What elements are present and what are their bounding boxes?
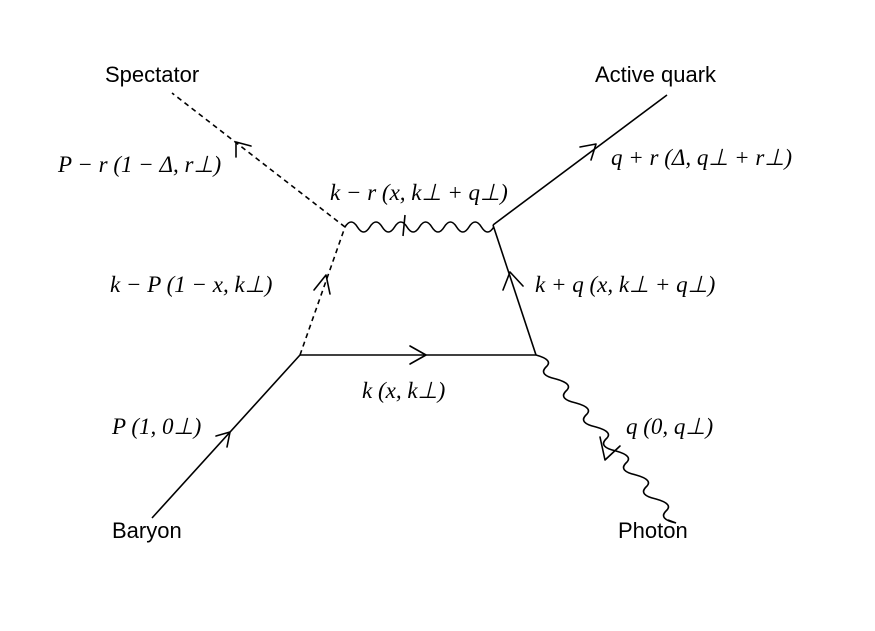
photon-label: Photon bbox=[618, 518, 688, 543]
right-internal-momentum-label: k + q (x, k⊥ + q⊥) bbox=[535, 272, 715, 297]
photon-arrow bbox=[599, 436, 621, 461]
bottom-internal-momentum-label: k (x, k⊥) bbox=[362, 378, 445, 403]
baryon-label: Baryon bbox=[112, 518, 182, 543]
left-internal-dashed-line bbox=[299, 226, 346, 356]
exchange-tick bbox=[402, 214, 406, 237]
right-internal-line bbox=[492, 224, 537, 356]
spectator-momentum-label: P − r (1 − Δ, r⊥) bbox=[57, 152, 221, 177]
exchange-wavy-line bbox=[344, 221, 495, 233]
active-quark-line bbox=[492, 94, 668, 226]
exchange-momentum-label: k − r (x, k⊥ + q⊥) bbox=[330, 180, 508, 205]
left-internal-momentum-label: k − P (1 − x, k⊥) bbox=[110, 272, 272, 297]
baryon-arrow bbox=[215, 431, 231, 448]
left-internal-arrow bbox=[313, 274, 331, 295]
right-internal-arrow bbox=[502, 271, 524, 291]
active-quark-momentum-label: q + r (Δ, q⊥ + r⊥) bbox=[611, 145, 792, 170]
spectator-arrow bbox=[235, 141, 252, 158]
baryon-momentum-label: P (1, 0⊥) bbox=[111, 414, 201, 439]
baryon-line bbox=[151, 354, 301, 519]
photon-momentum-label: q (0, q⊥) bbox=[626, 414, 713, 439]
spectator-dashed-line bbox=[171, 92, 346, 228]
photon-wavy-line bbox=[535, 354, 677, 524]
active-quark-label: Active quark bbox=[595, 62, 717, 87]
spectator-label: Spectator bbox=[105, 62, 199, 87]
bottom-internal-arrow bbox=[409, 345, 427, 365]
active-quark-arrow bbox=[579, 143, 597, 161]
